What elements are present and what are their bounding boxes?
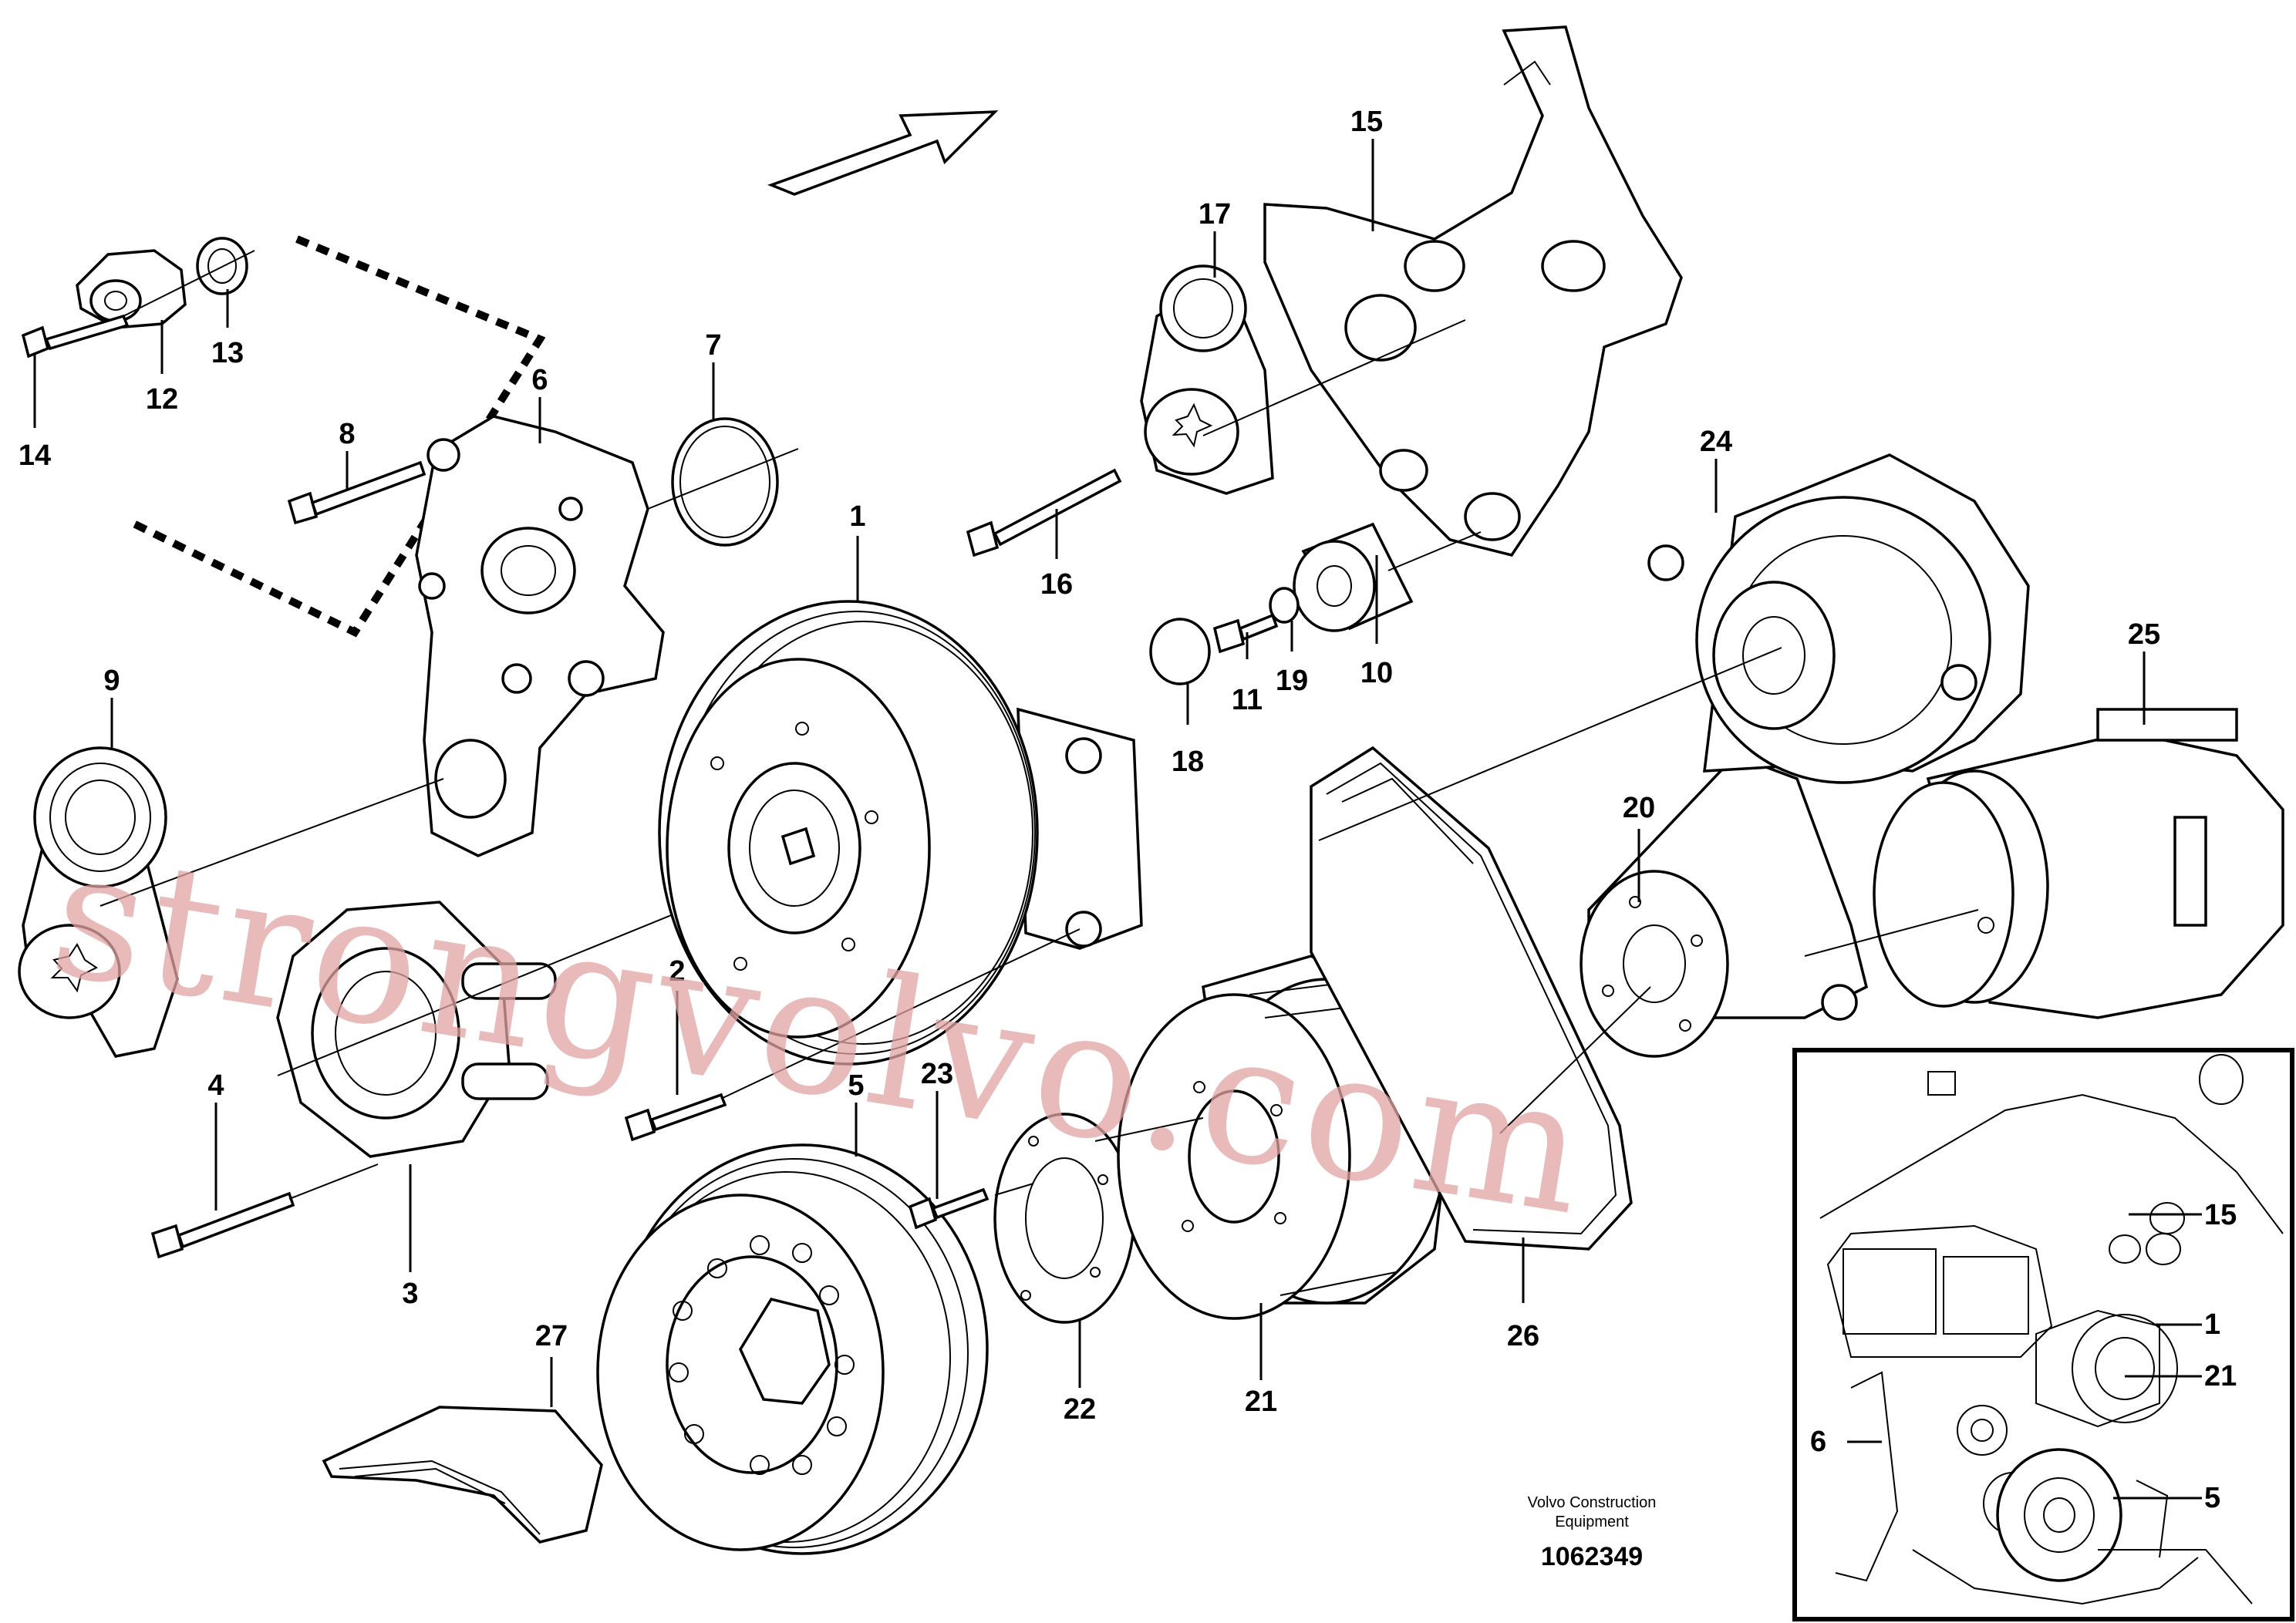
part-15-bracket [1263,25,1683,557]
part-19-washer [1269,587,1300,624]
part-4-bolt [150,1191,295,1259]
callout-16: 16 [1040,568,1073,601]
part-2-bolt [624,1093,727,1142]
callout-11: 11 [1232,684,1263,716]
leader-lines [33,139,2146,1407]
part-23-bolt [908,1187,990,1230]
callout-numbers: 1 2 3 4 5 6 7 8 9 10 11 12 13 14 15 16 1… [19,106,2160,1426]
callout-21: 21 [1245,1386,1277,1418]
callout-17: 17 [1199,198,1231,231]
part-22-plate [993,1113,1135,1324]
callout-4: 4 [207,1069,224,1102]
part-17-tensioner [1140,264,1274,495]
part-24-alternator [1647,453,2030,784]
part-5-crank-pulley [596,1143,989,1555]
callout-20: 20 [1623,792,1655,824]
callout-18: 18 [1172,746,1204,778]
part-26-belt [1310,746,1633,1251]
inset-overview: 15 1 21 6 5 [1792,1048,2294,1621]
callout-5: 5 [848,1069,864,1102]
part-27-belt [322,1406,603,1544]
callout-10: 10 [1360,657,1393,689]
part-14-bolt [21,314,130,359]
part-7-oring [671,417,779,547]
inset-label-1: 1 [2204,1308,2220,1341]
part-8-bolt [287,460,426,525]
caption: Volvo Construction Equipment 1062349 [1528,1494,1657,1571]
part-12-bracket [76,249,187,329]
caption-line1: Volvo Construction [1528,1494,1657,1511]
callout-3: 3 [402,1278,418,1310]
part-16-bolt [966,468,1122,557]
part-11-bolt [1212,613,1279,654]
callout-27: 27 [535,1320,568,1352]
part-9-tensioner [18,746,179,1058]
callout-25: 25 [2128,618,2160,651]
document-number: 1062349 [1541,1542,1643,1571]
part-18-cap [1149,618,1211,685]
inset-label-21: 21 [2204,1360,2237,1392]
callout-6: 6 [531,364,548,396]
direction-arrow [767,110,999,196]
callout-1: 1 [849,500,865,533]
callout-15: 15 [1350,106,1383,138]
part-10-idler [1293,522,1414,632]
callout-24: 24 [1700,426,1732,458]
caption-line2: Equipment [1555,1514,1629,1530]
callout-2: 2 [669,955,685,988]
part-1-pump-pulley [658,600,1143,1066]
inset-label-5: 5 [2204,1482,2220,1514]
callout-7: 7 [705,329,721,362]
inset-label-15: 15 [2204,1199,2237,1231]
callout-23: 23 [921,1058,953,1090]
callout-9: 9 [103,665,120,697]
callout-12: 12 [146,383,178,416]
callout-13: 13 [211,337,244,369]
callout-22: 22 [1064,1393,1096,1426]
part-25-compressor [1873,708,2284,1019]
callout-8: 8 [339,418,355,450]
callout-19: 19 [1276,665,1308,697]
part-6-housing [415,415,665,857]
callout-14: 14 [19,439,51,472]
inset-label-6: 6 [1810,1426,1826,1458]
callout-26: 26 [1507,1320,1539,1352]
part-3-impeller [276,901,557,1158]
